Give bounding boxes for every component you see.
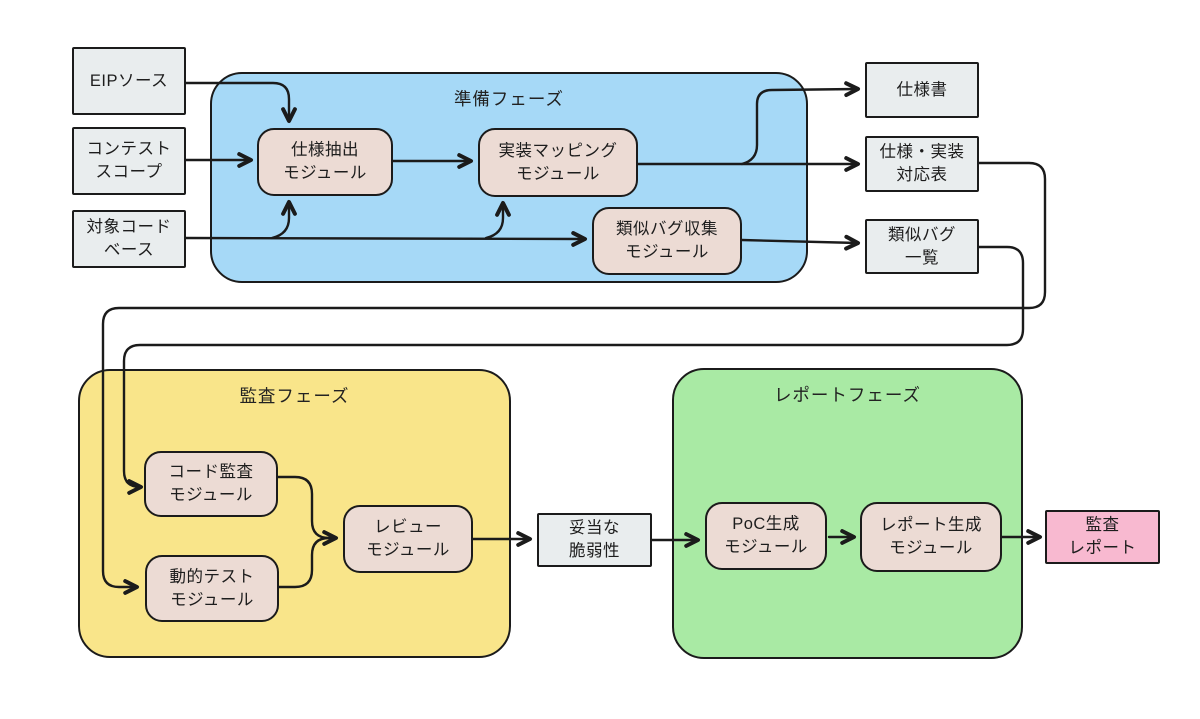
node-spec-extract-module: 仕様抽出 モジュール (257, 128, 393, 196)
node-eip-source: EIPソース (72, 47, 186, 115)
node-impl-mapping-module: 実装マッピング モジュール (478, 128, 638, 197)
node-contest-scope: コンテスト スコープ (72, 127, 186, 195)
node-spec-impl-table: 仕様・実装 対応表 (865, 136, 979, 192)
node-similar-bug-list: 類似バグ 一覧 (865, 219, 979, 274)
node-audit-report: 監査 レポート (1045, 510, 1160, 564)
prep-phase-title: 準備フェーズ (453, 89, 565, 109)
report-phase-title: レポートフェーズ (773, 385, 922, 405)
node-target-codebase: 対象コード ベース (72, 210, 186, 268)
audit-phase-title: 監査フェーズ (239, 386, 350, 406)
node-dynamic-test-module: 動的テスト モジュール (145, 555, 279, 622)
node-code-audit-module: コード監査 モジュール (144, 451, 278, 517)
node-review-module: レビュー モジュール (343, 505, 473, 573)
node-spec-doc: 仕様書 (865, 62, 979, 118)
node-similar-bug-collect-module: 類似バグ収集 モジュール (592, 207, 742, 275)
node-poc-gen-module: PoC生成 モジュール (705, 502, 827, 570)
node-report-gen-module: レポート生成 モジュール (860, 502, 1002, 572)
node-valid-vulnerability: 妥当な 脆弱性 (537, 513, 652, 567)
